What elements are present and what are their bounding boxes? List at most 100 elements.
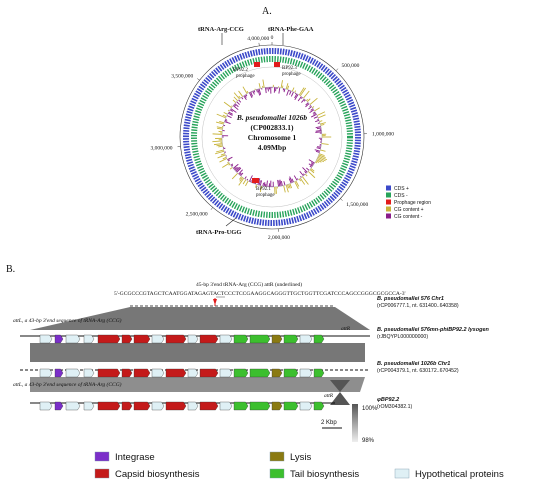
gc-bar — [305, 103, 310, 108]
gene-arrow — [65, 368, 81, 378]
gc-bar — [297, 96, 302, 102]
gc-bar — [253, 90, 256, 93]
gene-arrow — [313, 401, 325, 411]
gc-bar — [240, 172, 244, 177]
function-legend-swatch — [394, 468, 410, 479]
gc-bar — [217, 154, 226, 159]
identity-bottom: 98% — [362, 438, 375, 444]
gc-bar — [307, 171, 316, 179]
gc-bar — [250, 91, 254, 97]
prophage-bp92-2-sub: prophage — [236, 74, 255, 79]
function-legend-swatch — [269, 451, 285, 462]
track-576-name: B. pseudomallei 576 Chr1 — [377, 296, 444, 302]
gc-bar — [315, 160, 320, 163]
genome-accession: (CP002833.1) — [250, 123, 294, 132]
lysogen-gene-track — [39, 334, 325, 344]
gc-bar — [238, 95, 241, 99]
legend-label: CDS + — [394, 186, 409, 192]
gc-bar — [236, 167, 242, 173]
gc-bar — [216, 126, 223, 129]
gc-bar — [285, 184, 289, 193]
gc-bar — [229, 167, 233, 170]
gc-bar — [255, 184, 257, 188]
gc-bar — [278, 180, 281, 187]
position-tick — [340, 198, 343, 201]
gc-bar — [299, 170, 304, 177]
gc-bar — [232, 163, 239, 169]
gc-bar — [227, 159, 230, 162]
gc-bar — [314, 149, 321, 152]
gc-bar — [241, 97, 244, 100]
gc-bar — [289, 183, 293, 189]
gene-arrow — [65, 401, 81, 411]
legend-label: CG content - — [394, 214, 423, 220]
gene-arrow — [233, 334, 249, 344]
gc-bar — [215, 149, 224, 153]
track-phage-id: (rOM304382.1) — [377, 404, 412, 410]
gc-bar — [236, 101, 240, 105]
gc-bar — [317, 122, 321, 124]
gc-bar — [224, 121, 231, 124]
gc-bar — [234, 166, 239, 171]
gc-bar — [245, 180, 249, 187]
gc-bar — [216, 113, 226, 119]
gc-bar — [222, 162, 230, 168]
gc-bar — [315, 130, 322, 132]
gene-arrow — [121, 334, 133, 344]
gene-arrow — [97, 334, 121, 344]
gc-bar — [258, 88, 262, 95]
gene-arrow — [313, 334, 325, 344]
gc-bar — [306, 99, 309, 102]
gc-bar — [295, 180, 300, 187]
track-1026b-id: (rCP004379.1, nt. 630172..670452) — [377, 368, 459, 374]
gc-bar — [216, 144, 223, 147]
identity-top: 100% — [362, 406, 378, 412]
gc-bar — [279, 179, 282, 187]
gc-bar — [318, 114, 326, 119]
gc-bar — [309, 105, 312, 107]
gene-arrow — [54, 401, 64, 411]
gc-bar — [310, 168, 315, 172]
gc-bar — [316, 158, 325, 163]
position-tick-label: 500,000 — [341, 63, 359, 69]
gc-bar — [231, 165, 234, 167]
phage-gene-track — [39, 401, 325, 411]
gc-bar — [244, 176, 247, 180]
attr-top-label: attR — [341, 326, 351, 332]
gene-arrow — [133, 368, 151, 378]
gc-bar — [250, 180, 252, 183]
gc-bar — [293, 175, 298, 181]
gc-bar — [289, 176, 293, 183]
gc-bar — [233, 104, 237, 107]
gc-bar — [300, 175, 302, 178]
gc-bar — [222, 156, 227, 160]
gc-bar — [232, 105, 239, 111]
gene-arrow — [83, 334, 95, 344]
gc-bar — [265, 87, 267, 94]
gene-arrow — [165, 368, 187, 378]
function-legend-swatch — [94, 468, 110, 479]
gc-bar — [316, 147, 321, 150]
gc-bar — [225, 118, 227, 121]
gc-bar — [233, 96, 238, 102]
attl-bottom-label: attL, a 43-bp 3'end sequence of tRNA-Arg… — [13, 381, 122, 388]
gc-bar — [305, 173, 308, 177]
gc-bar — [310, 163, 314, 166]
gc-bar — [229, 109, 234, 112]
gc-bar — [298, 178, 302, 182]
gc-bar — [283, 88, 286, 93]
gene-arrow — [97, 368, 121, 378]
gene-arrow — [133, 334, 151, 344]
gc-bar — [242, 179, 247, 185]
legend-label: CG content + — [394, 207, 424, 213]
gc-bar — [219, 120, 225, 124]
gene-arrow — [187, 368, 199, 378]
gc-bar — [287, 184, 290, 189]
genome-size: 4.09Mbp — [258, 143, 287, 152]
legend-swatch — [386, 199, 391, 205]
gc-bar — [277, 179, 279, 187]
gene-arrow — [233, 401, 249, 411]
position-tick — [335, 68, 339, 72]
gc-bar — [309, 97, 318, 105]
trna-pro-pointer — [225, 217, 237, 227]
